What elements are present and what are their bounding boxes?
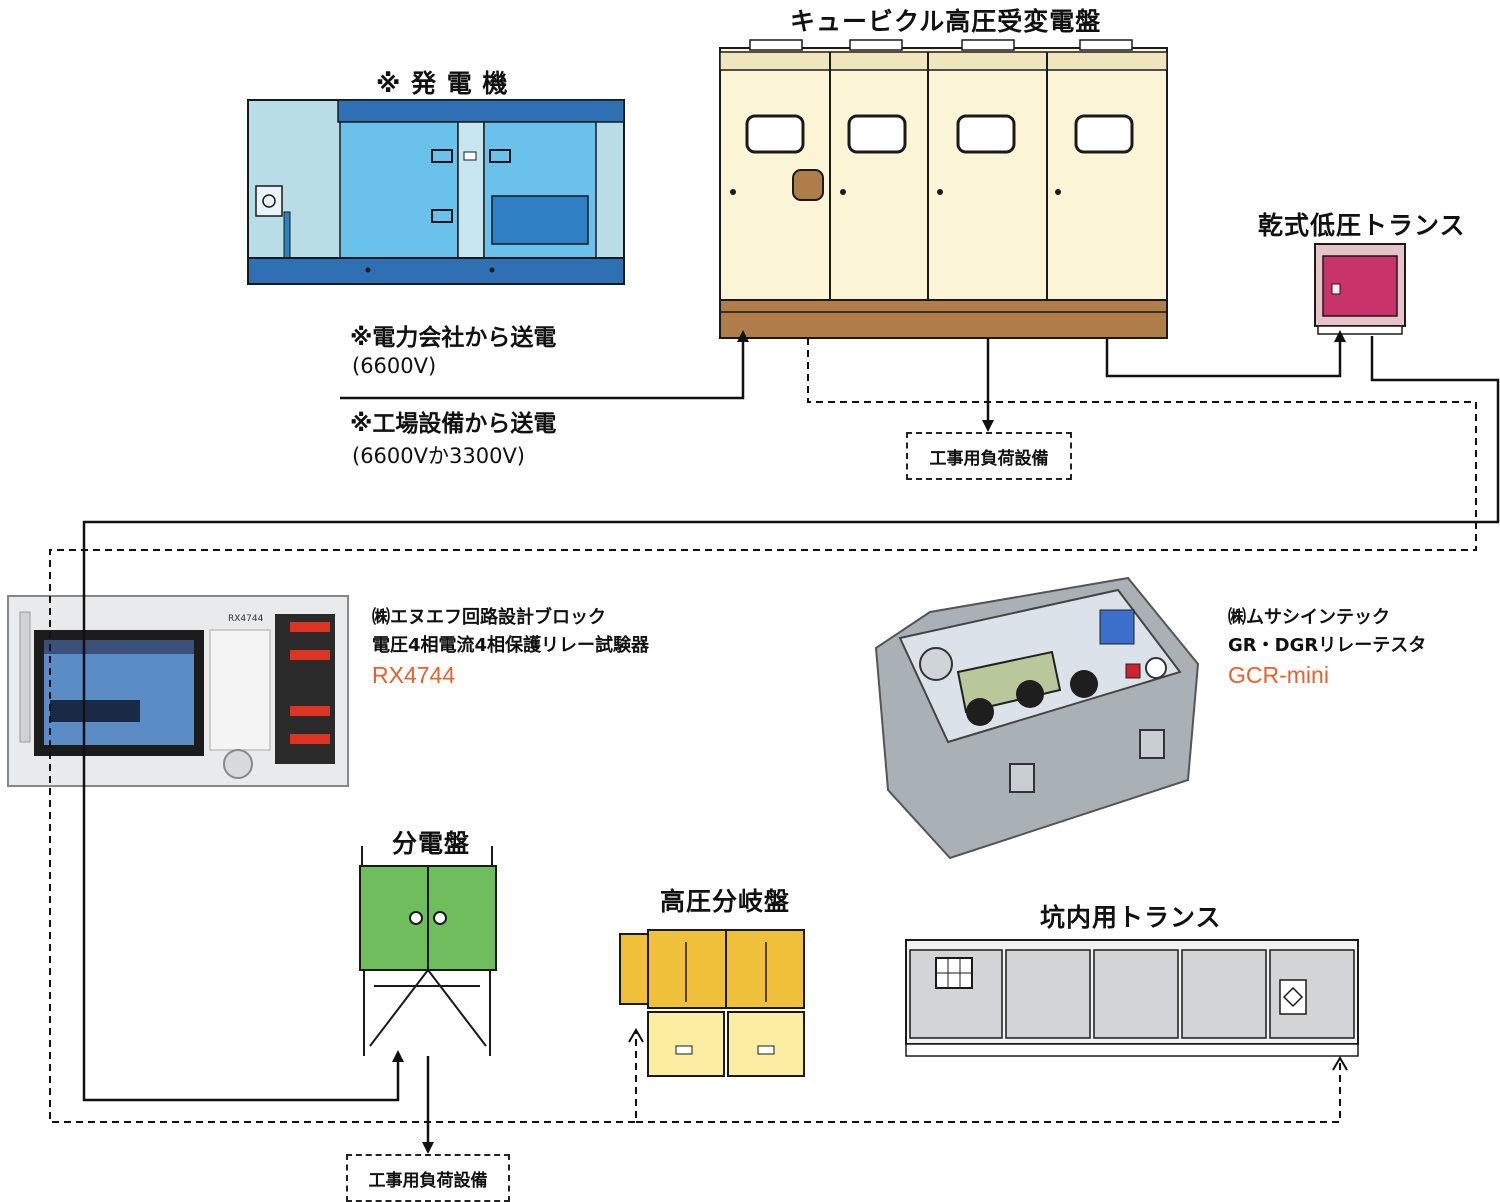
- factory-voltage: (6600Vか3300V): [352, 444, 526, 468]
- mine-trans-unit: [905, 939, 1359, 1057]
- dashed-connections: [49, 338, 1477, 1123]
- rx-description: 電圧4相電流4相保護リレー試験器: [372, 635, 650, 656]
- rx-model: RX4744: [372, 662, 456, 688]
- mine-trans-title: 坑内用トランス: [1040, 903, 1222, 932]
- solid-connections: [82, 330, 1500, 1154]
- gcr-mini-device: [874, 576, 1200, 860]
- gcr-model: GCR-mini: [1228, 662, 1329, 688]
- cubicle-unit: [719, 39, 1168, 339]
- rx-maker: ㈱エヌエフ回路設計ブロック: [372, 607, 606, 628]
- power-company-voltage: (6600V): [352, 354, 437, 378]
- gcr-maker: ㈱ムサシインテック: [1228, 607, 1390, 628]
- load-equipment-box-1: 工事用負荷設備: [906, 432, 1072, 480]
- dist-panel-title: 分電盤: [392, 829, 471, 858]
- hv-branch-unit: [619, 929, 805, 1077]
- dashed-arrowheads: [628, 1028, 1348, 1071]
- dist-panel-unit: [359, 846, 497, 1056]
- generator-unit: [247, 99, 625, 285]
- hv-branch-title: 高圧分岐盤: [660, 887, 791, 916]
- dry-trans-unit: [1314, 243, 1406, 335]
- power-company-note: ※電力会社から送電: [350, 325, 557, 351]
- gcr-description: GR・DGRリレーテスタ: [1228, 635, 1427, 656]
- load-equipment-box-2: 工事用負荷設備: [346, 1154, 510, 1202]
- factory-note: ※工場設備から送電: [350, 411, 557, 437]
- dry-trans-title: 乾式低圧トランス: [1258, 211, 1466, 240]
- cubicle-title: キュービクル高圧受変電盤: [790, 7, 1102, 36]
- load-equipment-label-1: 工事用負荷設備: [929, 448, 1049, 469]
- rx-panel-text: RX4744: [228, 614, 264, 624]
- load-equipment-label-2: 工事用負荷設備: [368, 1170, 488, 1191]
- generator-title: ※ 発 電 機: [376, 69, 509, 98]
- rx4744-device: [7, 595, 349, 787]
